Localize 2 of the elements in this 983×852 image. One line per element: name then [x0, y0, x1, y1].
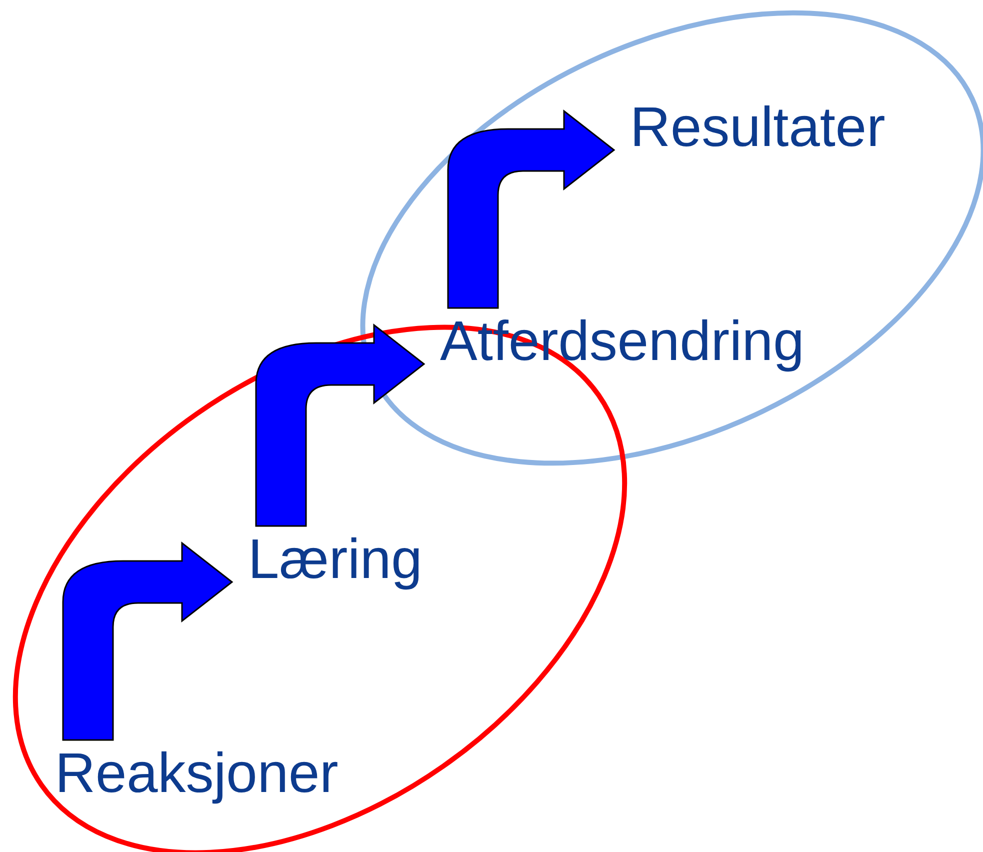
stage-label: Resultater: [630, 96, 886, 158]
bent-block-arrow: [447, 110, 615, 309]
